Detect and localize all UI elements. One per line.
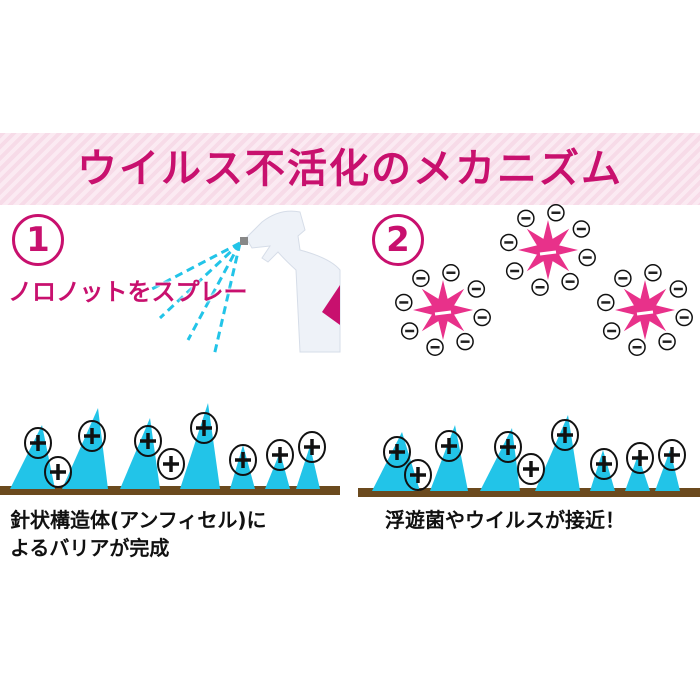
virus-icon: [500, 204, 596, 296]
minus-circle-icon: [675, 308, 693, 327]
needle-spike: [535, 415, 580, 491]
step2-caption: 浮遊菌やウイルスが接近！: [385, 508, 625, 532]
spray-line: [212, 242, 242, 357]
surface-right: [358, 488, 700, 497]
minus-circle-icon: [597, 293, 615, 312]
spray-bottle-icon: [240, 210, 341, 353]
needle-spike: [372, 432, 420, 491]
step1-caption-line1: 針状構造体(アンフィセル)に: [10, 508, 267, 532]
step-number-2: 2: [372, 214, 424, 266]
plus-circle-icon: [383, 436, 411, 468]
minus-circle-icon: [505, 262, 524, 280]
spray-mist: [149, 241, 242, 357]
minus-circle-icon: [395, 293, 413, 312]
minus-circle-icon: [628, 338, 646, 356]
plus-circle-icon: [157, 448, 185, 480]
minus-circle-icon: [400, 322, 419, 340]
minus-circle-icon: [412, 269, 430, 288]
minus-circle-icon: [531, 278, 549, 296]
plus-circle-icon: [298, 431, 326, 463]
plus-circle-icon: [404, 459, 432, 491]
minus-circle-icon: [456, 332, 474, 351]
plus-circle-icon: [590, 448, 618, 480]
needle-spike: [180, 403, 220, 489]
title-banner: ウイルス不活化のメカニズム: [0, 133, 700, 205]
minus-circle-icon: [602, 322, 621, 340]
plus-circle-icon: [190, 412, 218, 444]
minus-circle-icon: [561, 272, 579, 291]
page-title: ウイルス不活化のメカニズム: [77, 146, 623, 192]
minus-circle-icon: [517, 209, 535, 228]
plus-circle-icon: [658, 439, 686, 471]
minus-circle-icon: [669, 280, 688, 298]
plus-circle-icon: [435, 430, 463, 462]
step-number-1: 1: [12, 214, 64, 266]
minus-circle-icon: [467, 280, 486, 298]
needle-spike: [296, 446, 320, 489]
minus-circle-icon: [658, 332, 676, 351]
minus-circle-icon: [614, 269, 632, 288]
spray-label: ノロノットをスプレー: [8, 278, 248, 306]
spray-line: [186, 242, 242, 341]
plus-circle-icon: [24, 427, 52, 459]
surface-left: [0, 486, 340, 495]
plus-circle-icon: [517, 453, 545, 485]
step1-caption: 針状構造体(アンフィセル)に よるバリアが完成: [10, 506, 266, 562]
plus-circle-icon: [551, 419, 579, 451]
plus-circle-icon: [266, 439, 294, 471]
virus-icon: [395, 264, 491, 356]
plus-circle-icon: [78, 420, 106, 452]
spray-line: [158, 241, 242, 320]
plus-circle-icon: [626, 442, 654, 474]
minus-circle-icon: [547, 204, 565, 222]
plus-circle-icon: [229, 444, 257, 476]
plus-circle-icon: [494, 431, 522, 463]
plus-circle-icon: [134, 425, 162, 457]
spray-line: [149, 241, 241, 292]
minus-circle-icon: [442, 264, 460, 282]
virus-icon: [597, 264, 693, 356]
minus-circle-icon: [572, 220, 591, 238]
minus-circle-icon: [426, 338, 444, 356]
needle-spike: [655, 450, 680, 491]
minus-circle-icon: [473, 308, 491, 327]
needle-spike: [430, 425, 468, 491]
minus-circle-icon: [578, 248, 596, 267]
plus-circle-icon: [44, 456, 72, 488]
step1-caption-line2: よるバリアが完成: [10, 536, 170, 560]
minus-circle-icon: [500, 233, 518, 252]
minus-circle-icon: [644, 264, 662, 282]
